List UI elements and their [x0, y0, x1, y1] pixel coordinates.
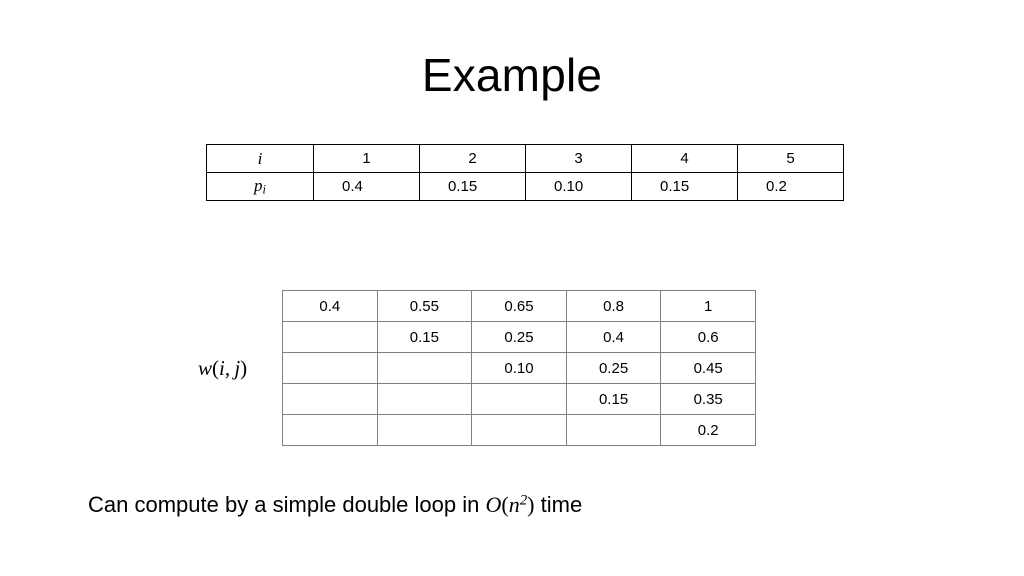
table-cell: 0.4	[313, 172, 420, 201]
paren-close: )	[527, 492, 535, 517]
table-row: pi 0.4 0.15 0.10 0.15 0.2	[206, 172, 844, 201]
table-cell: 5	[737, 144, 844, 173]
matrix-cell-empty	[282, 383, 378, 415]
matrix-cell-empty	[282, 414, 378, 446]
matrix-cell: 0.15	[565, 383, 662, 415]
matrix-cell: 1	[660, 290, 756, 322]
row-label-i: i	[206, 144, 314, 173]
matrix-cell-empty	[471, 383, 567, 415]
matrix-cell: 0.4	[565, 321, 662, 353]
matrix-cell-empty	[376, 414, 473, 446]
matrix-cell: 0.10	[471, 352, 567, 384]
paren-open: (	[501, 492, 509, 517]
table-row: 0.10 0.25 0.45	[282, 352, 756, 384]
table-cell: 0.2	[737, 172, 844, 201]
table-cell: 1	[313, 144, 420, 173]
w-matrix-table: 0.4 0.55 0.65 0.8 1 0.15 0.25 0.4 0.6 0.…	[282, 290, 756, 446]
table-cell: 3	[525, 144, 632, 173]
matrix-cell: 0.4	[282, 290, 378, 322]
matrix-cell-empty	[376, 383, 473, 415]
matrix-cell-empty	[471, 414, 567, 446]
matrix-cell: 0.25	[471, 321, 567, 353]
matrix-cell: 0.55	[376, 290, 473, 322]
row-label-p-i: pi	[206, 172, 314, 201]
matrix-cell: 0.8	[565, 290, 662, 322]
matrix-cell: 0.6	[660, 321, 756, 353]
matrix-cell: 0.45	[660, 352, 756, 384]
matrix-cell: 0.35	[660, 383, 756, 415]
matrix-cell: 0.65	[471, 290, 567, 322]
table-row: i 1 2 3 4 5	[206, 144, 844, 173]
table-cell: 0.10	[525, 172, 632, 201]
table-cell: 4	[631, 144, 738, 173]
table-cell: 0.15	[631, 172, 738, 201]
caption-text: Can compute by a simple double loop in O…	[88, 492, 582, 518]
matrix-cell: 0.2	[660, 414, 756, 446]
matrix-cell: 0.15	[376, 321, 473, 353]
complexity-function: O	[485, 492, 502, 517]
matrix-cell-empty	[282, 321, 378, 353]
caption-suffix: time	[534, 492, 583, 517]
probability-table: i 1 2 3 4 5 pi 0.4 0.15 0.10 0.15 0.2	[206, 144, 844, 201]
table-row: 0.2	[282, 414, 756, 446]
matrix-cell: 0.25	[565, 352, 662, 384]
matrix-cell-empty	[376, 352, 473, 384]
table-row: 0.15 0.35	[282, 383, 756, 415]
matrix-cell-empty	[282, 352, 378, 384]
caption-prefix: Can compute by a simple double loop in	[88, 492, 486, 517]
w-matrix-label: w(i, j)	[198, 356, 248, 380]
table-row: 0.4 0.55 0.65 0.8 1	[282, 290, 756, 322]
table-cell: 0.15	[419, 172, 526, 201]
matrix-cell-empty	[565, 414, 662, 446]
table-row: 0.15 0.25 0.4 0.6	[282, 321, 756, 353]
table-cell: 2	[419, 144, 526, 173]
complexity-variable: n2	[508, 492, 528, 517]
page-title: Example	[421, 49, 603, 101]
